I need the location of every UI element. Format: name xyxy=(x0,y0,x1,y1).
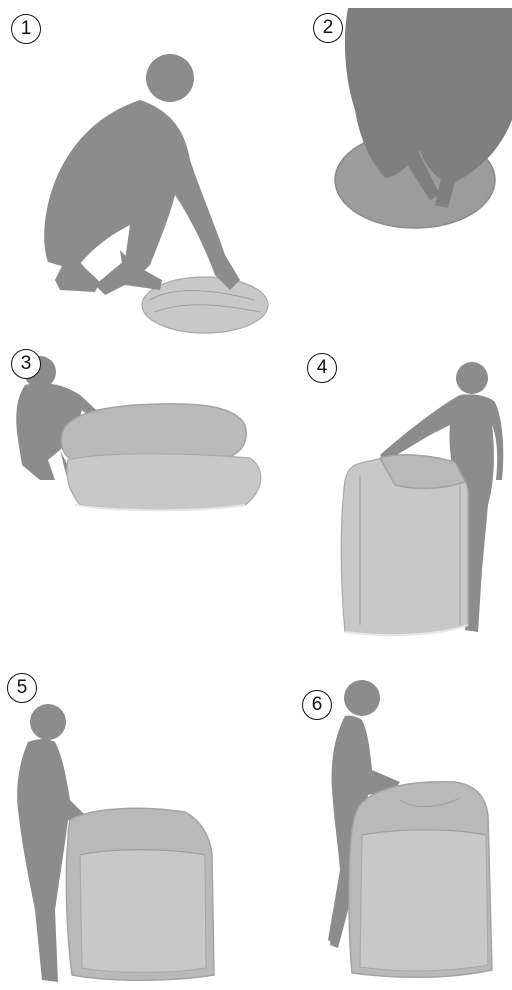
step-5-illustration xyxy=(0,660,250,990)
step-4-panel: 4 xyxy=(300,340,512,650)
person-silhouette xyxy=(44,54,240,295)
step-5-panel: 5 xyxy=(0,660,250,990)
step-4-illustration xyxy=(300,340,512,650)
step-3-illustration xyxy=(0,340,280,520)
step-4-badge: 4 xyxy=(307,353,337,383)
tent-front-panel xyxy=(80,850,206,973)
step-6-badge: 6 xyxy=(302,690,332,720)
tent-front-panel xyxy=(360,830,488,971)
step-1-badge: 1 xyxy=(11,14,41,44)
step-1-illustration xyxy=(0,0,300,340)
step-5-badge: 5 xyxy=(7,673,37,703)
step-1-panel: 1 xyxy=(0,0,300,340)
step-6-panel: 6 xyxy=(290,670,512,990)
step-2-panel: 2 xyxy=(300,0,512,250)
step-2-badge: 2 xyxy=(313,13,343,43)
step-3-badge: 3 xyxy=(11,349,41,379)
step-3-panel: 3 xyxy=(0,340,280,520)
collapsed-tent-bottom xyxy=(67,454,261,511)
